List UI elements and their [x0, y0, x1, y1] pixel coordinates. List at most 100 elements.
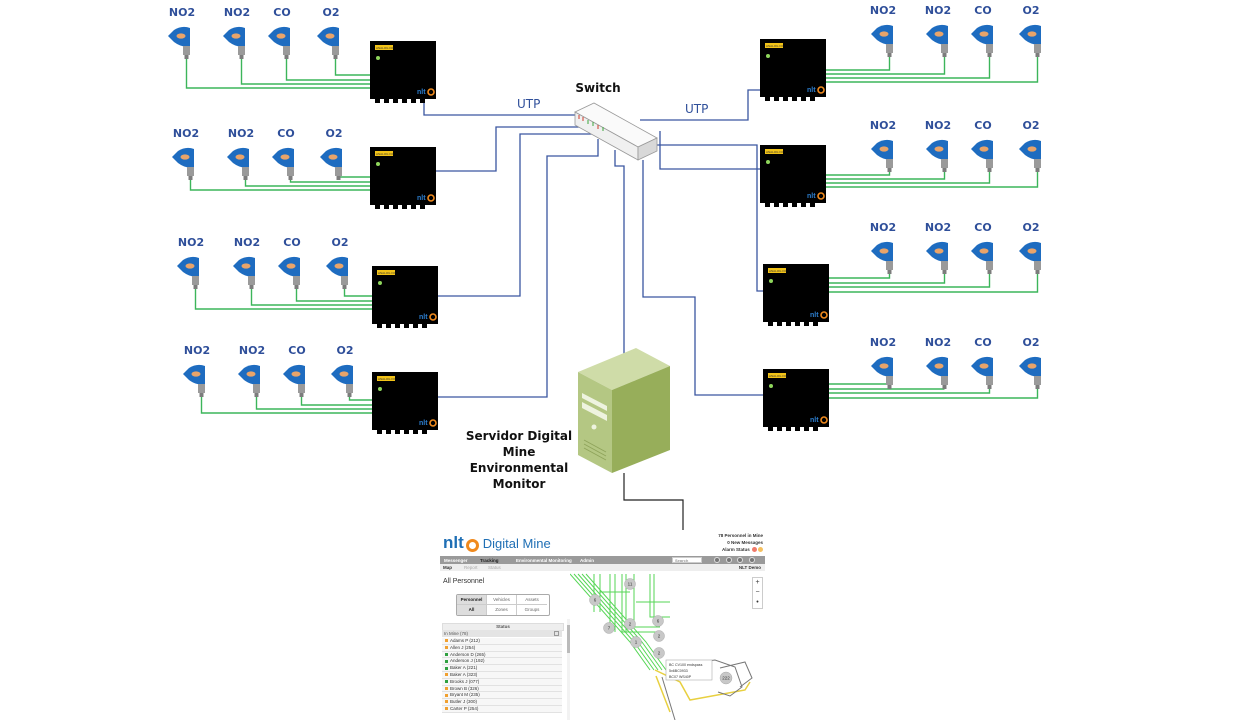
subnav-status[interactable]: Status — [488, 565, 501, 570]
nav-tracking[interactable]: Tracking — [480, 557, 499, 563]
personnel-row[interactable]: Carter P (254) — [442, 705, 562, 713]
controller-connector — [786, 322, 791, 326]
collapse-icon[interactable] — [554, 631, 559, 636]
sensor-gland — [986, 159, 993, 168]
sensor-cable — [194, 289, 372, 310]
list-scrollbar[interactable] — [567, 619, 572, 720]
segment-personnel[interactable]: Personnel — [457, 595, 487, 605]
sensor-gland-tip — [333, 55, 338, 59]
personnel-name: Brooks J (077) — [450, 678, 480, 684]
sensor-cable — [285, 59, 370, 81]
sensor-gland-tip — [254, 393, 259, 397]
personnel-row[interactable]: Brown B (326) — [442, 685, 562, 693]
status-bullet-icon — [445, 700, 448, 704]
sensor-gland — [941, 159, 948, 168]
controller-connector — [393, 99, 398, 103]
sensor-cable — [334, 59, 370, 76]
sensor-display — [235, 154, 245, 160]
search-input[interactable]: Search — [672, 556, 702, 563]
refresh-icon[interactable] — [726, 557, 732, 563]
status-bullet-icon — [445, 639, 448, 643]
map-cluster[interactable]: 7 — [603, 622, 615, 634]
map-cluster[interactable]: 1 — [630, 636, 642, 648]
zoom-out-button[interactable]: − — [755, 589, 760, 596]
sensor-label: NO2 — [925, 4, 951, 17]
sensor-label: CO — [974, 119, 991, 132]
segment-all[interactable]: All — [457, 605, 487, 615]
segment-zones[interactable]: Zones — [487, 605, 517, 615]
personnel-row[interactable]: Anderson D (265) — [442, 651, 562, 659]
personnel-row[interactable]: Baker A (221) — [442, 665, 562, 672]
controller-connector — [393, 205, 398, 209]
sensor-label: O2 — [325, 127, 342, 140]
sensor-gland — [198, 384, 205, 393]
controller-connector — [395, 324, 400, 328]
sensor-gland-tip — [942, 385, 947, 389]
personnel-row[interactable]: Adams P (212) — [442, 638, 562, 645]
map-cluster[interactable]: 6 — [589, 594, 601, 606]
sensor-display — [325, 33, 335, 39]
zoom-reset-button[interactable]: • — [756, 599, 759, 606]
status-bullet-icon — [445, 693, 448, 697]
sensor-label: NO2 — [184, 344, 210, 357]
sensor-right-3-no2: NO2 — [925, 221, 951, 274]
personnel-row[interactable]: Butler J (300) — [442, 699, 562, 706]
server-label-line-3: Environmental — [470, 461, 569, 475]
controller-connector — [386, 430, 391, 434]
sensor-gland — [242, 167, 249, 176]
sensor-display — [979, 248, 989, 254]
nav-admin[interactable]: Admin — [580, 557, 594, 563]
status-bullet-icon — [445, 673, 448, 677]
svg-text:2: 2 — [629, 622, 632, 627]
map-cluster[interactable]: 11 — [624, 578, 636, 590]
utp-cable-7 — [655, 144, 764, 292]
subnav-report[interactable]: Report — [464, 565, 478, 570]
sensor-right-1-o2: O2 — [1019, 4, 1041, 57]
sensor-label: NO2 — [169, 6, 195, 19]
back-icon[interactable] — [714, 557, 720, 563]
sensor-gland-tip — [299, 393, 304, 397]
personnel-name: Brown B (326) — [450, 685, 479, 691]
controller-tag — [768, 373, 786, 378]
map-cluster[interactable]: 2 — [624, 618, 636, 630]
sensor-gland-tip — [887, 385, 892, 389]
personnel-row[interactable]: Allen J (254) — [442, 644, 562, 652]
sensor-display — [241, 263, 251, 269]
map-cluster[interactable]: 2 — [653, 630, 665, 642]
sensor-gland-tip — [1035, 53, 1040, 57]
sensor-gland-tip — [887, 270, 892, 274]
personnel-row[interactable]: Anderson J (192) — [442, 658, 562, 666]
personnel-row[interactable]: Bryant M (235) — [442, 692, 562, 700]
controller-connector — [777, 427, 782, 431]
controller-connector — [404, 430, 409, 434]
segment-vehicles[interactable]: Vehicles — [487, 595, 517, 605]
personnel-row[interactable]: Brooks J (077) — [442, 678, 562, 686]
map-cluster[interactable]: 2 — [653, 647, 665, 659]
segment-assets[interactable]: Assets — [517, 595, 547, 605]
sensor-label: CO — [974, 4, 991, 17]
sensor-display — [176, 33, 186, 39]
scrollbar-thumb[interactable] — [567, 625, 572, 653]
map-cluster[interactable]: 6 — [652, 615, 664, 627]
sensor-gland-tip — [288, 176, 293, 180]
nav-messenger[interactable]: Messenger — [444, 557, 468, 563]
in-mine-group[interactable]: In Mine (78) — [442, 630, 562, 637]
sensor-right-2-co: CO — [971, 119, 993, 172]
personnel-row[interactable]: Baker A (323) — [442, 671, 562, 679]
power-icon[interactable] — [749, 557, 755, 563]
sensor-label: NO2 — [925, 119, 951, 132]
subnav-map[interactable]: Map — [443, 565, 452, 570]
controller-connector — [765, 97, 770, 101]
zoom-in-button[interactable]: + — [755, 579, 760, 586]
segment-groups[interactable]: Groups — [524, 607, 540, 612]
sensor-label: CO — [273, 6, 290, 19]
map-cluster[interactable]: 222 — [719, 671, 733, 685]
controller-connector — [375, 99, 380, 103]
nav-environmental-monitoring[interactable]: Environmental Monitoring — [516, 557, 572, 563]
sensor-cable — [826, 57, 1039, 83]
info-icon[interactable] — [737, 557, 743, 563]
